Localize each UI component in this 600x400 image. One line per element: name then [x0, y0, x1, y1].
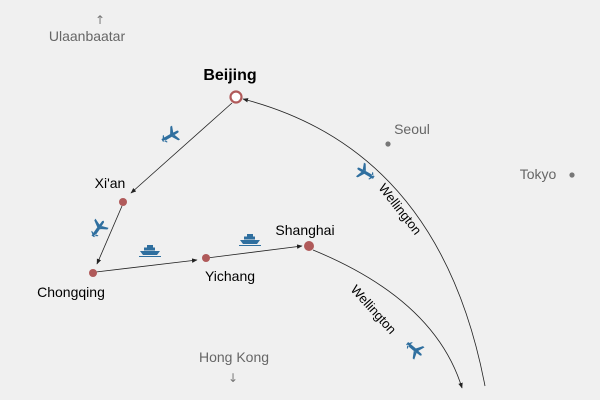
route-shanghai-wellington — [312, 249, 463, 389]
route-xian-chongqing — [96, 205, 123, 265]
city-label-shanghai: Shanghai — [275, 222, 334, 238]
route-yichang-shanghai — [206, 244, 303, 259]
city-marker-yichang[interactable] — [202, 254, 210, 262]
offmap-label-hong-kong: Hong Kong — [199, 349, 269, 365]
city-label-yichang: Yichang — [205, 268, 255, 284]
plane-icon — [158, 124, 183, 148]
city-label-seoul: Seoul — [394, 121, 430, 137]
route-beijing-xian — [130, 102, 233, 194]
city-marker-chongqing[interactable] — [89, 269, 97, 277]
plane-icon — [86, 216, 111, 241]
city-label-tokyo: Tokyo — [520, 166, 557, 182]
city-marker-xian[interactable] — [119, 198, 127, 206]
ship-icon — [238, 233, 262, 246]
offmap-label-ulaanbaatar: Ulaanbaatar — [49, 28, 126, 44]
route-label-from-shanghai: Wellington — [348, 282, 400, 337]
arrow-up-icon: ↑ — [95, 13, 105, 27]
city-marker-shanghai[interactable] — [304, 241, 314, 251]
plane-icon — [401, 337, 427, 362]
city-marker-seoul[interactable] — [385, 141, 391, 147]
arrow-down-icon: ↓ — [228, 371, 238, 385]
city-label-chongqing: Chongqing — [37, 284, 105, 300]
city-label-xian: Xi'an — [95, 175, 126, 191]
route-chongqing-yichang — [95, 258, 198, 273]
route-label-to-beijing: Wellington — [376, 181, 425, 238]
ship-icon — [138, 244, 162, 257]
city-label-beijing: Beijing — [203, 67, 256, 84]
city-marker-beijing[interactable] — [229, 90, 243, 104]
city-marker-tokyo[interactable] — [569, 172, 575, 178]
route-wellington-beijing — [242, 98, 486, 387]
plane-icon — [353, 161, 378, 185]
